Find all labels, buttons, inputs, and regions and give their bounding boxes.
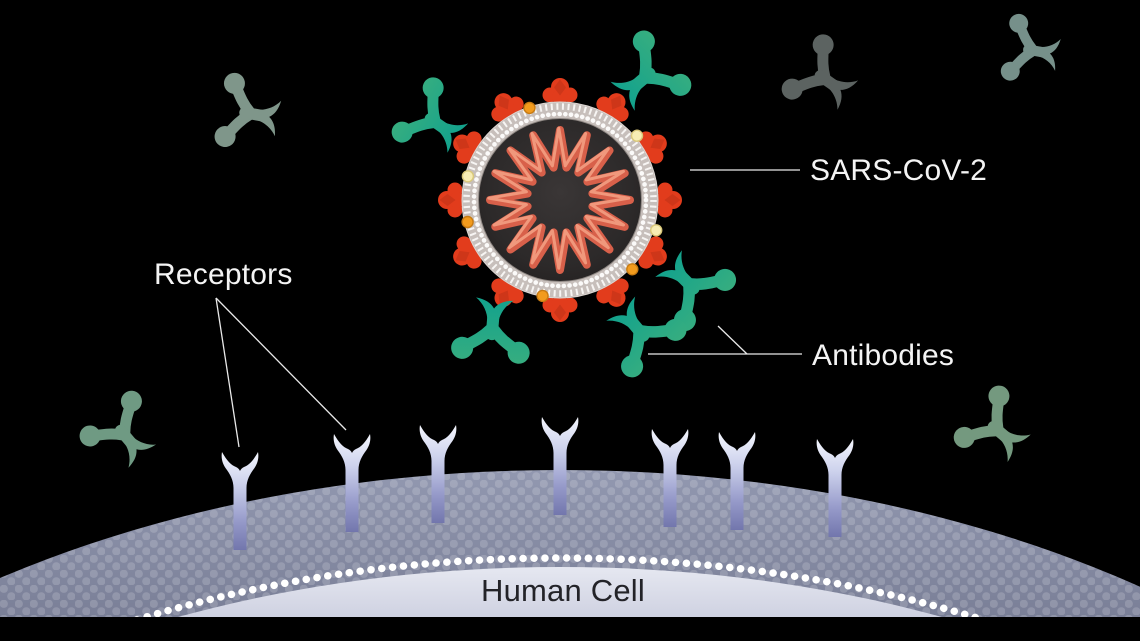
virus-envelope-beads bbox=[471, 111, 649, 289]
antibody-icon bbox=[778, 30, 870, 126]
sars-cov-2-virion bbox=[438, 78, 682, 322]
antibody-icon bbox=[949, 381, 1043, 477]
membrane-dot-yellow-icon bbox=[630, 129, 644, 142]
virus-envelope-ticks bbox=[463, 103, 657, 297]
antibody-icon bbox=[75, 386, 171, 480]
antibodies-label-line-diagonal bbox=[717, 325, 748, 355]
membrane-protein-dots bbox=[461, 101, 663, 303]
receptors-label-line-left bbox=[215, 297, 240, 448]
virus-label: SARS-CoV-2 bbox=[810, 154, 988, 187]
membrane-dot-orange-icon bbox=[461, 215, 474, 229]
membrane-dot-orange-icon bbox=[536, 289, 549, 303]
membrane-dot-orange-icon bbox=[523, 101, 536, 115]
receptors-label: Receptors bbox=[154, 258, 293, 291]
human-cell-label: Human Cell bbox=[481, 573, 645, 608]
antibody-icon bbox=[450, 296, 534, 365]
membrane-dot-orange-icon bbox=[626, 263, 639, 276]
human-cell bbox=[0, 470, 1140, 641]
leader-lines bbox=[215, 169, 802, 448]
antibody-icon bbox=[999, 12, 1063, 88]
bottom-black-bar bbox=[0, 617, 1140, 641]
antibodies-label: Antibodies bbox=[812, 339, 955, 372]
virus-rna bbox=[486, 126, 634, 274]
membrane-dot-yellow-icon bbox=[650, 224, 663, 237]
receptors-label-line-right bbox=[215, 297, 347, 431]
antibody-icon bbox=[213, 71, 285, 155]
membrane-dot-yellow-icon bbox=[461, 170, 475, 183]
